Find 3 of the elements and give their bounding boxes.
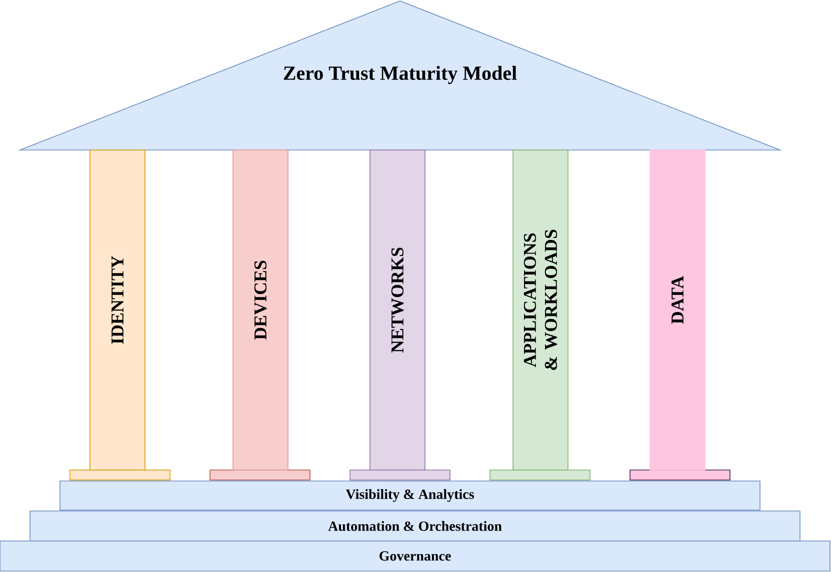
- step-band: Automation & Orchestration: [30, 510, 800, 542]
- step-band: Visibility & Analytics: [60, 480, 760, 510]
- step-band: Governance: [0, 540, 830, 572]
